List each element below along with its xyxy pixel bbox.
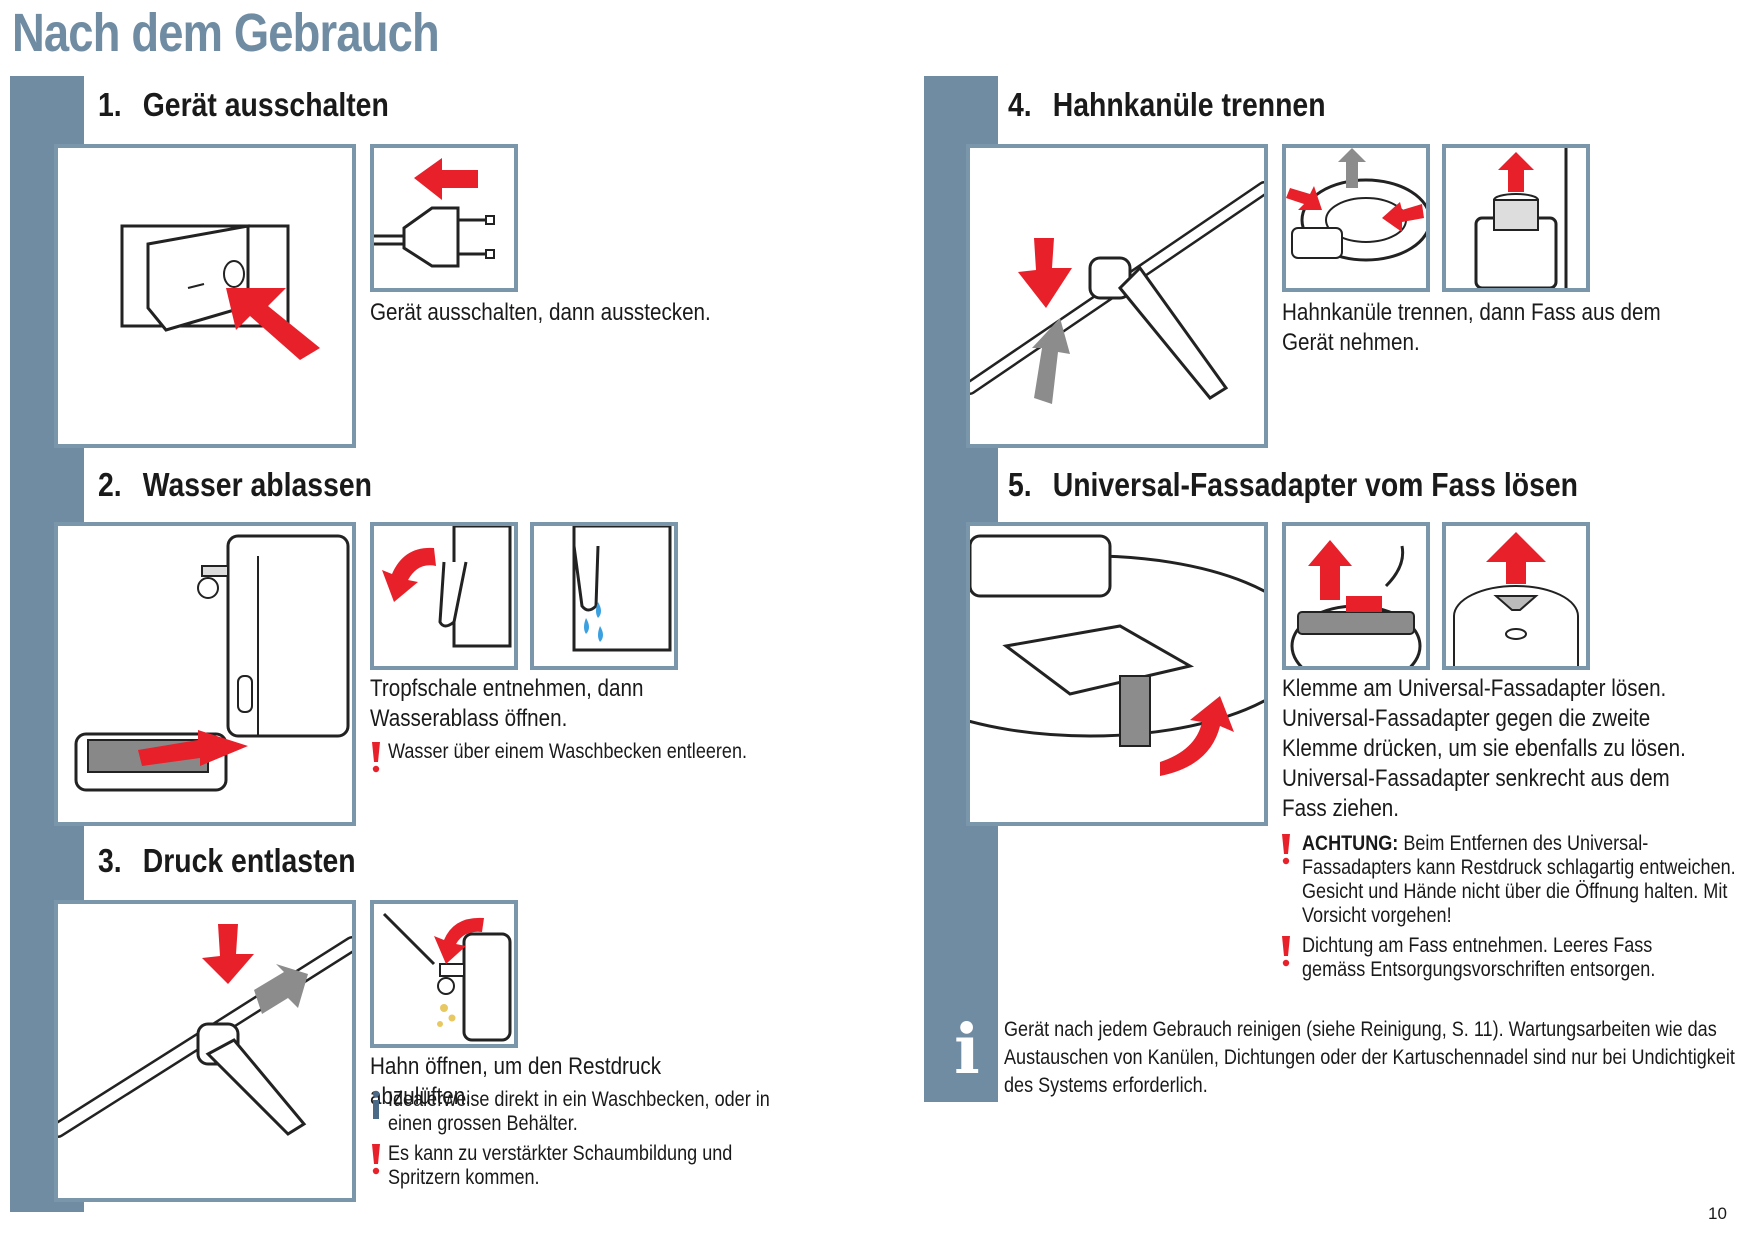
info-note-icon: i [954, 1010, 980, 1090]
warning-icon [372, 742, 380, 773]
step-4-heading: 4. Hahnkanüle trennen [1008, 86, 1326, 124]
step-4-remove-keg-image [1442, 144, 1590, 292]
step-4-main-image [966, 144, 1268, 448]
step-5-main-image [966, 522, 1268, 826]
step-4-text: Hahnkanüle trennen, dann Fass aus dem Ge… [1282, 299, 1661, 356]
step-5-warning-2: Dichtung am Fass entnehmen. Leeres Fass … [1280, 934, 1746, 982]
step-4-number: 4. [1008, 86, 1032, 123]
step-5-warning-1-label: ACHTUNG: [1302, 832, 1399, 855]
step-3-text: Hahn öffnen, um den Restdruck abzulüften… [370, 1053, 662, 1110]
step-5-heading: 5. Universal-Fassadapter vom Fass lösen [1008, 466, 1578, 504]
step-2-text: Tropfschale entnehmen, dann Wasserablass… [370, 675, 644, 732]
info-note-text: Gerät nach jedem Gebrauch reinigen (sieh… [1004, 1018, 1735, 1097]
step-4-separate-image [1282, 144, 1430, 292]
warning-icon [372, 1144, 380, 1175]
step-5-number: 5. [1008, 466, 1032, 503]
step-5-clamp-image [1282, 522, 1430, 670]
step-3-heading: 3. Druck entlasten [98, 842, 356, 880]
step-1-text: Gerät ausschalten, dann ausstecken. [370, 299, 711, 326]
step-3-warning: Es kann zu verstärkter Schaumbildung und… [370, 1142, 830, 1190]
step-3-title: Druck entlasten [142, 842, 356, 879]
step-1-title: Gerät ausschalten [142, 86, 389, 123]
info-note: Gerät nach jedem Gebrauch reinigen (sieh… [1004, 1016, 1735, 1100]
step-3-tap-image [370, 900, 518, 1048]
step-2-warning-text: Wasser über einem Waschbecken entleeren. [388, 740, 748, 763]
step-5-text: Klemme am Universal-Fassadapter lösen. U… [1282, 675, 1686, 822]
step-3-info: Idealerweise direkt in ein Waschbecken, … [370, 1088, 830, 1136]
warning-icon [1282, 936, 1290, 967]
step-3-info-text: Idealerweise direkt in ein Waschbecken, … [388, 1088, 770, 1135]
step-4-title: Hahnkanüle trennen [1052, 86, 1326, 123]
step-1-heading: 1. Gerät ausschalten [98, 86, 389, 124]
step-3-warning-text: Es kann zu verstärkter Schaumbildung und… [388, 1142, 733, 1189]
step-5-lift-image [1442, 522, 1590, 670]
info-icon [372, 1090, 380, 1119]
step-1-main-image [54, 144, 356, 448]
step-1-number: 1. [98, 86, 122, 123]
page-title: Nach dem Gebrauch [12, 3, 440, 63]
step-2-heading: 2. Wasser ablassen [98, 466, 372, 504]
step-2-tray-image [370, 522, 518, 670]
step-5-warning-1: ACHTUNG: Beim Entfernen des Universal-Fa… [1280, 832, 1746, 928]
step-5-warning-2-text: Dichtung am Fass entnehmen. Leeres Fass … [1302, 934, 1656, 981]
step-3-main-image [54, 900, 356, 1202]
step-1-plug-image [370, 144, 518, 292]
page-number: 10 [1708, 1204, 1727, 1223]
step-2-warning: Wasser über einem Waschbecken entleeren. [370, 740, 830, 773]
step-2-main-image [54, 522, 356, 826]
warning-icon [1282, 834, 1290, 865]
step-2-drain-image [530, 522, 678, 670]
step-2-title: Wasser ablassen [142, 466, 373, 503]
step-2-number: 2. [98, 466, 122, 503]
step-5-warning-1-text: Beim Entfernen des Universal-Fassadapter… [1302, 832, 1736, 927]
step-3-number: 3. [98, 842, 122, 879]
step-5-title: Universal-Fassadapter vom Fass lösen [1052, 466, 1578, 503]
